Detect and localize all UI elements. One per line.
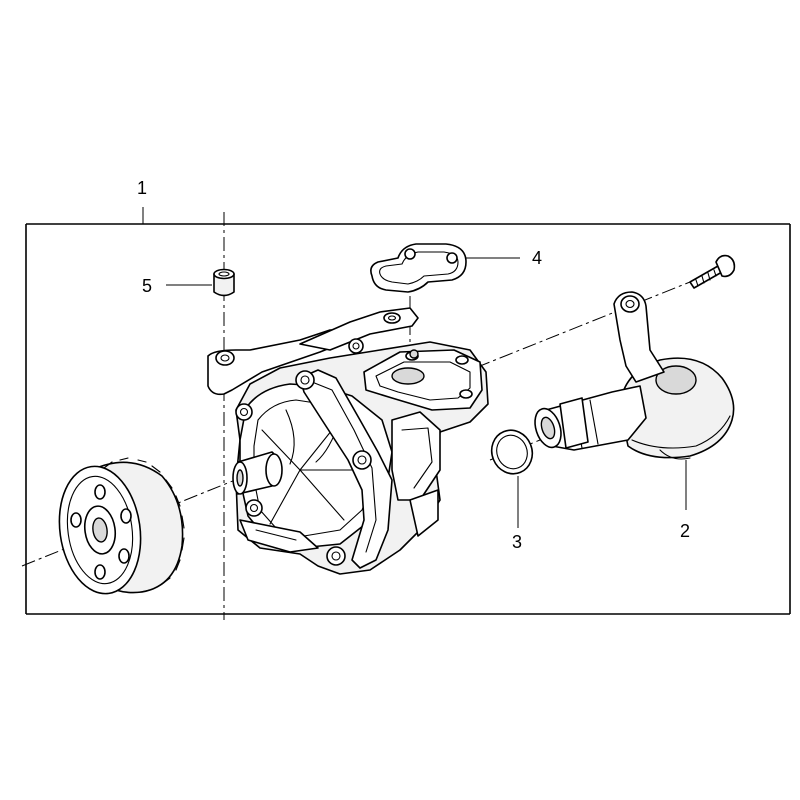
- bracket-bolt-part: [689, 254, 736, 289]
- callout-3: 3: [512, 532, 523, 552]
- callout-4: 4: [532, 248, 543, 268]
- callout-1: 1: [137, 178, 148, 198]
- oil-pump-housing: [207, 307, 489, 575]
- dowel-sleeve-part: [166, 268, 235, 297]
- drive-sprocket-part: [58, 457, 185, 595]
- oil-intake-pipe-part: [534, 291, 735, 510]
- housing-bolts: [235, 338, 372, 566]
- callout-2: 2: [680, 521, 691, 541]
- o-ring-part: [490, 429, 534, 528]
- assembly-frame: [25, 207, 791, 615]
- callout-5: 5: [142, 276, 153, 296]
- gasket-part: [370, 243, 520, 293]
